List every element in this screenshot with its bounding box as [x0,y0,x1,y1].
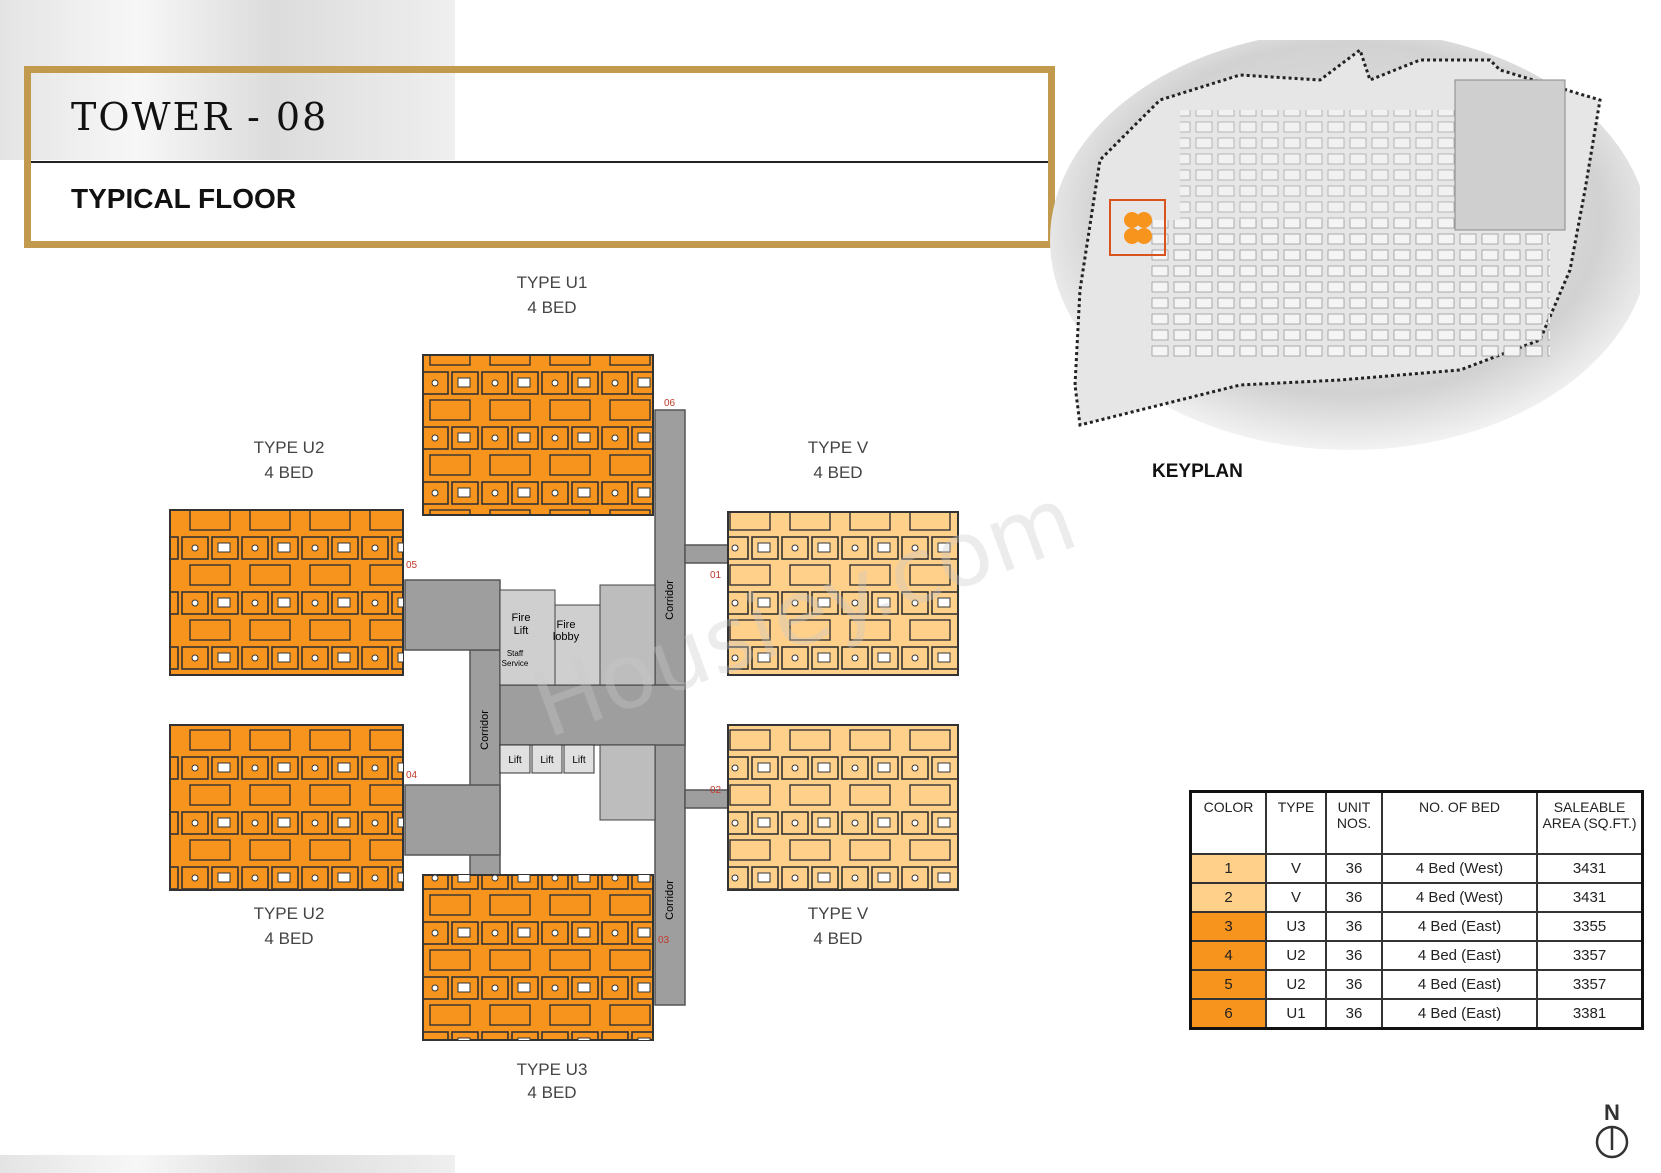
fire-lift-label-2: Lift [514,625,529,637]
lift-label-3: Lift [572,755,586,766]
unit-u3-type: TYPE U3 [517,1060,588,1079]
unit-v-upper: TYPE V 4 BED 01 [710,438,959,676]
type-cell: U3 [1265,911,1327,942]
floor-plan: Fire Lift Fire lobby Staff Service Lift … [169,273,959,1102]
unit-u1-type: TYPE U1 [517,273,588,292]
corridor-label-south: Corridor [664,880,676,920]
staff-service-label-2: Service [502,659,529,668]
tower-title: TOWER - 08 [71,95,329,139]
unit-u3: TYPE U3 4 BED 03 [422,874,670,1102]
north-arrow-icon: N [1595,1100,1629,1159]
keyplan-label: KEYPLAN [1152,461,1243,482]
color-cell: 6 [1189,998,1267,1030]
table-row: 6 U1 36 4 Bed (East) 3381 [1189,998,1644,1030]
unit-u2-upper-type: TYPE U2 [254,438,325,457]
beds-cell: 4 Bed (East) [1381,998,1538,1030]
type-cell: V [1265,882,1327,913]
units-cell: 36 [1325,911,1383,942]
title-frame: TOWER - 08 TYPICAL FLOOR [24,66,1055,248]
type-cell: U1 [1265,998,1327,1030]
table-row: 1 V 36 4 Bed (West) 3431 [1189,853,1644,884]
color-cell: 1 [1189,853,1267,884]
area-cell: 3355 [1536,911,1644,942]
beds-cell: 4 Bed (East) [1381,969,1538,1000]
area-table: COLOR TYPE UNIT NOS. NO. OF BED SALEABLE… [1189,790,1644,1030]
col-saleable-area: SALEABLE AREA (SQ.FT.) [1536,790,1644,855]
unit-u3-beds: 4 BED [527,1083,576,1102]
unit-v-upper-type: TYPE V [808,438,869,457]
col-unit-nos: UNIT NOS. [1325,790,1383,855]
unit-u2-lower-number: 04 [406,770,418,781]
unit-u1-number: 06 [664,398,676,409]
units-cell: 36 [1325,969,1383,1000]
unit-v-lower-type: TYPE V [808,904,869,923]
core-area: Fire Lift Fire lobby Staff Service Lift … [479,580,676,920]
units-cell: 36 [1325,998,1383,1030]
beds-cell: 4 Bed (East) [1381,940,1538,971]
table-row: 2 V 36 4 Bed (West) 3431 [1189,882,1644,913]
beds-cell: 4 Bed (West) [1381,882,1538,913]
fire-lobby-label: Fire [557,619,576,631]
floor-subtitle: TYPICAL FLOOR [71,183,297,214]
unit-v-lower-number: 02 [710,785,722,796]
type-cell: U2 [1265,940,1327,971]
lift-label-1: Lift [508,755,522,766]
beds-cell: 4 Bed (East) [1381,911,1538,942]
unit-u2-lower-beds: 4 BED [264,929,313,948]
unit-u2-upper-beds: 4 BED [264,463,313,482]
corridor-label-north: Corridor [664,580,676,620]
area-cell: 3431 [1536,853,1644,884]
unit-u2-lower-type: TYPE U2 [254,904,325,923]
table-row: 5 U2 36 4 Bed (East) 3357 [1189,969,1644,1000]
area-cell: 3381 [1536,998,1644,1030]
keyplan-map [1050,40,1640,450]
beds-cell: 4 Bed (West) [1381,853,1538,884]
color-cell: 3 [1189,911,1267,942]
header-background [0,0,455,160]
area-cell: 3431 [1536,882,1644,913]
unit-v-upper-number: 01 [710,570,722,581]
unit-u2-upper: TYPE U2 4 BED 05 [169,438,418,676]
footer-background [0,1155,455,1173]
table-header-row: COLOR TYPE UNIT NOS. NO. OF BED SALEABLE… [1189,790,1644,855]
table-row: 3 U3 36 4 Bed (East) 3355 [1189,911,1644,942]
type-cell: V [1265,853,1327,884]
unit-u2-lower: TYPE U2 4 BED 04 [169,724,418,948]
col-no-of-bed: NO. OF BED [1381,790,1538,855]
unit-u3-number: 03 [658,935,670,946]
unit-v-upper-beds: 4 BED [813,463,862,482]
title-divider [31,161,1048,163]
units-cell: 36 [1325,882,1383,913]
col-color: COLOR [1189,790,1267,855]
color-cell: 2 [1189,882,1267,913]
unit-v-lower: TYPE V 4 BED 02 [710,724,959,948]
area-cell: 3357 [1536,940,1644,971]
unit-v-lower-beds: 4 BED [813,929,862,948]
col-type: TYPE [1265,790,1327,855]
units-cell: 36 [1325,853,1383,884]
type-cell: U2 [1265,969,1327,1000]
color-cell: 4 [1189,940,1267,971]
staff-service-label: Staff [507,649,524,658]
area-cell: 3357 [1536,969,1644,1000]
color-cell: 5 [1189,969,1267,1000]
units-cell: 36 [1325,940,1383,971]
unit-u1: TYPE U1 4 BED 06 [422,273,676,516]
corridor-area [404,409,731,1006]
unit-u1-beds: 4 BED [527,298,576,317]
corridor-label-west: Corridor [479,710,491,750]
fire-lift-label: Fire [512,612,531,624]
table-row: 4 U2 36 4 Bed (East) 3357 [1189,940,1644,971]
fire-lobby-label-2: lobby [553,631,580,643]
lift-label-2: Lift [540,755,554,766]
north-label: N [1604,1100,1620,1125]
unit-u2-upper-number: 05 [406,560,418,571]
